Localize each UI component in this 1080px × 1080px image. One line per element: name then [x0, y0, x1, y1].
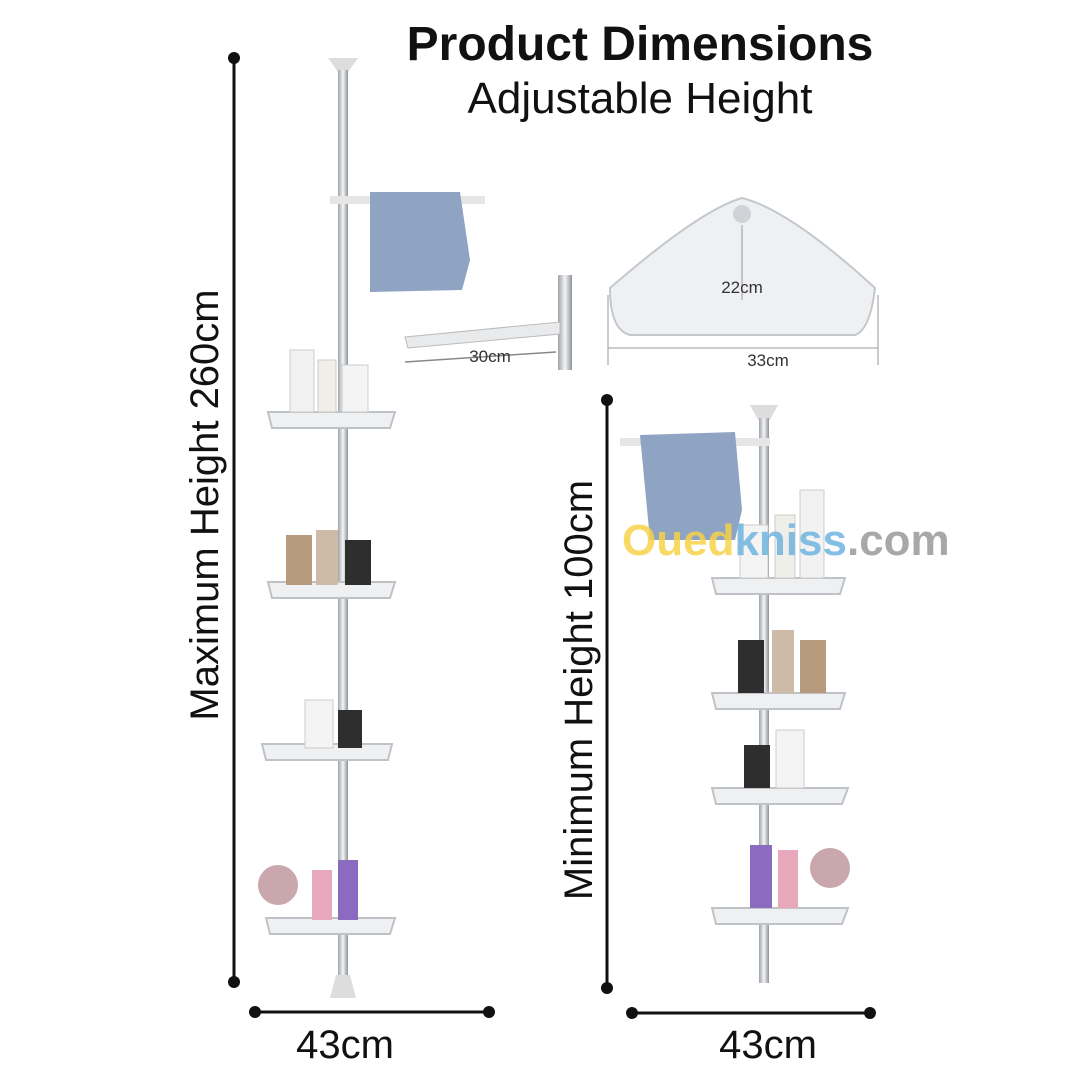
- short-shower-caddy: [620, 405, 850, 983]
- left-width-label: 43cm: [296, 1023, 394, 1067]
- tall-shower-caddy: [258, 58, 485, 998]
- towel: [370, 192, 470, 292]
- watermark: Ouedkniss.com: [622, 516, 950, 565]
- right-width-dimension: 43cm: [626, 1007, 876, 1067]
- right-width-label: 43cm: [719, 1023, 817, 1067]
- max-height-dimension: Maximum Height 260cm: [183, 52, 240, 988]
- shelf-width-label: 33cm: [747, 351, 789, 370]
- shelf-depth-label: 22cm: [721, 278, 763, 297]
- towel: [640, 432, 742, 540]
- arm-length-label: 30cm: [469, 347, 511, 366]
- title: Product Dimensions: [407, 18, 874, 71]
- bottles: [258, 349, 371, 920]
- max-height-label: Maximum Height 260cm: [183, 289, 227, 720]
- bottles: [738, 489, 850, 908]
- subtitle: Adjustable Height: [468, 74, 813, 123]
- min-height-dimension: Minimum Height 100cm: [557, 394, 613, 994]
- min-height-label: Minimum Height 100cm: [557, 480, 601, 900]
- corner-shelf-detail: 22cm 33cm: [607, 196, 879, 370]
- towel-arm-detail: 30cm: [404, 275, 572, 370]
- left-width-dimension: 43cm: [249, 1006, 495, 1067]
